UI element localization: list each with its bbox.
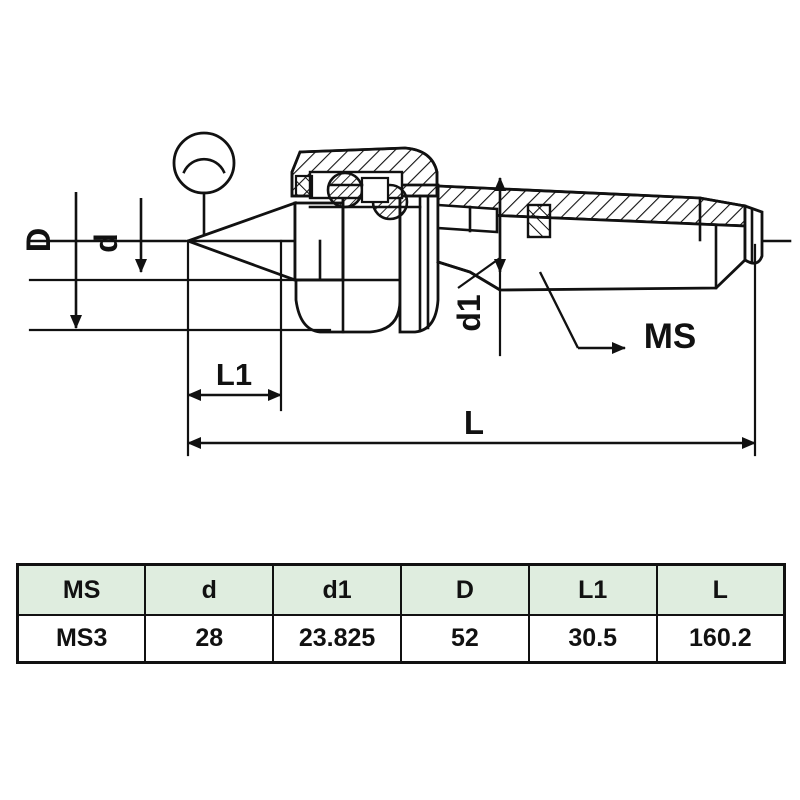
cell-l: 160.2 — [655, 614, 786, 664]
cell-d: 28 — [144, 614, 275, 664]
cell-l1: 30.5 — [527, 614, 658, 664]
column-header-l1: L1 — [527, 563, 658, 616]
label-d: d — [88, 233, 124, 253]
dimension-arrows — [70, 177, 756, 449]
shank-neck — [436, 203, 552, 239]
bearing-race-lines — [308, 183, 422, 209]
table-row: MS3 28 23.825 52 30.5 160.2 — [16, 614, 786, 664]
label-L1: L1 — [216, 357, 252, 392]
cell-ms: MS3 — [16, 614, 147, 664]
shank-tang-end — [743, 204, 764, 265]
housing-flange — [398, 183, 440, 334]
label-d1: d1 — [451, 294, 487, 331]
label-D: D — [20, 228, 58, 253]
cell-D: 52 — [399, 614, 530, 664]
leader-line-MS — [538, 271, 626, 354]
specification-table: MS d d1 D L1 L MS3 28 23.825 52 30.5 160… — [16, 563, 786, 664]
body-collar — [293, 201, 345, 282]
column-header-l: L — [655, 563, 786, 616]
bearing-balls — [326, 171, 409, 221]
column-header-d: d — [144, 563, 275, 616]
part-outline-group — [28, 131, 792, 457]
cell-d1: 23.825 — [272, 614, 402, 664]
column-header-ms: MS — [16, 563, 147, 616]
column-header-D: D — [399, 563, 530, 616]
specification-table-container: MS d d1 D L1 L MS3 28 23.825 52 30.5 160… — [16, 563, 786, 664]
label-L: L — [464, 404, 484, 441]
dial-indicator-icon — [172, 131, 236, 244]
column-header-d1: d1 — [272, 563, 402, 616]
label-MS: MS — [644, 317, 697, 356]
table-header-row: MS d d1 D L1 L — [16, 563, 786, 616]
technical-drawing: D d d1 L1 L MS — [20, 131, 792, 457]
